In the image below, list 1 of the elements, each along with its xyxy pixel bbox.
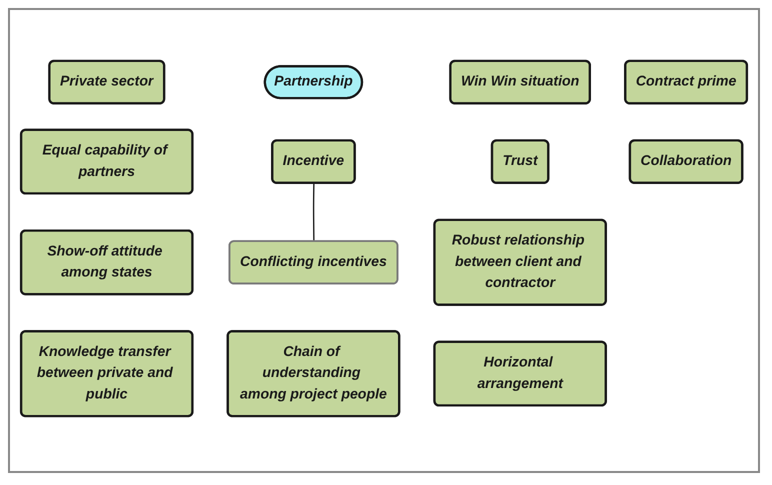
connector <box>312 182 315 242</box>
